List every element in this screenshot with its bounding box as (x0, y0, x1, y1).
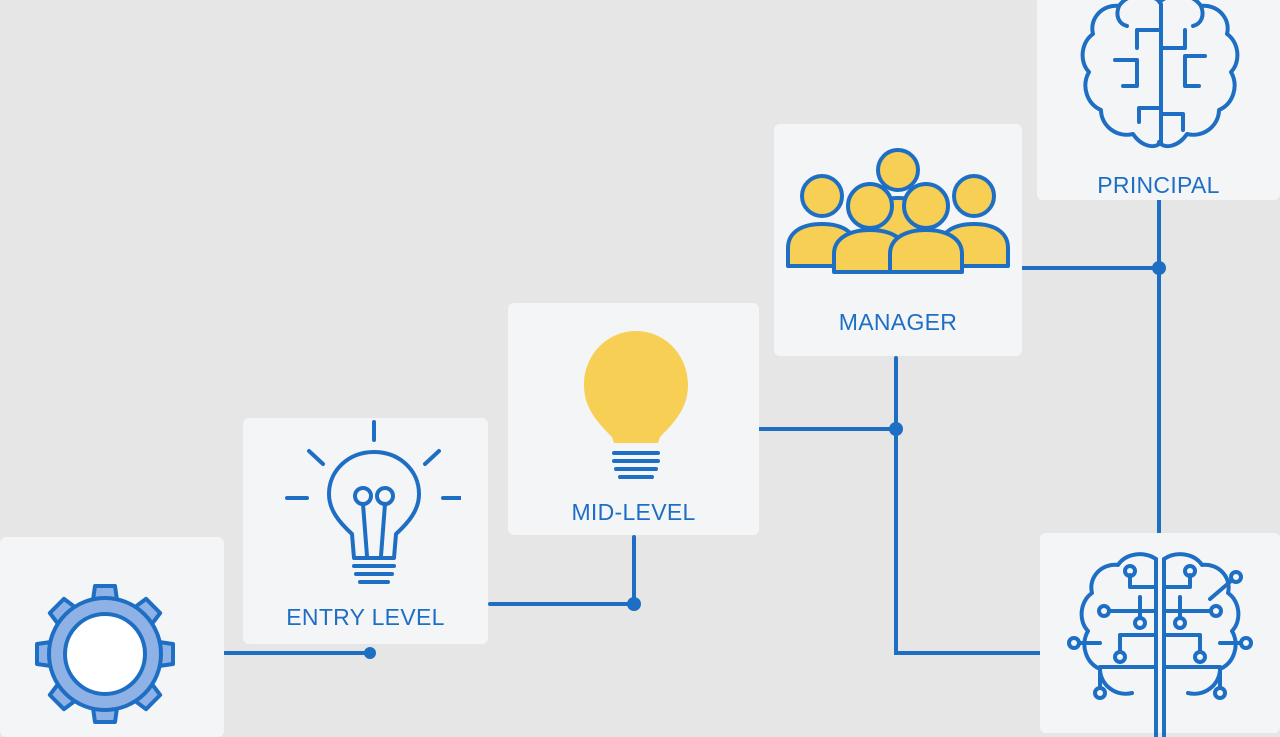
node-ai-card (1040, 533, 1280, 737)
connector-entry-mid (488, 535, 636, 606)
brain-icon (1080, 0, 1240, 149)
lightbulb-filled-icon (584, 331, 688, 479)
node-principal-card: PRINCIPAL (1037, 0, 1280, 200)
node-mid-label: MID-LEVEL (571, 499, 696, 525)
lightbulb-outline-icon (285, 420, 461, 584)
team-people-icon (786, 148, 1010, 274)
node-principal-label: PRINCIPAL (1097, 172, 1220, 198)
node-mid-card: MID-LEVEL (508, 303, 759, 535)
circuit-brain-icon (1067, 552, 1253, 737)
gear-icon (35, 584, 175, 724)
node-entry-card: ENTRY LEVEL (243, 418, 488, 644)
node-entry-label: ENTRY LEVEL (286, 604, 445, 630)
node-manager-card: MANAGER (774, 124, 1022, 356)
junction-dot (364, 647, 376, 659)
connector-lines (223, 198, 1166, 659)
junction-dot (627, 597, 641, 611)
node-manager-label: MANAGER (838, 309, 958, 335)
junction-dot (1152, 261, 1166, 275)
connector-manager-down (894, 356, 1042, 655)
junction-dot (889, 422, 903, 436)
node-gear-card (0, 537, 224, 737)
